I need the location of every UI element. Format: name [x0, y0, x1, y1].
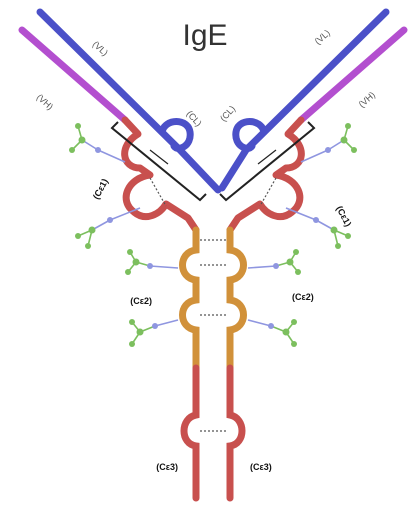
label-ce2-left: (Cε2)	[130, 296, 152, 306]
label-ce1-right: (Cε1)	[334, 204, 353, 228]
label-ce1-left: (Cε1)	[91, 177, 110, 201]
label-cl-right: (CL)	[218, 104, 237, 124]
label-ce3-right: (Cε3)	[250, 462, 272, 472]
glycan-groups	[69, 123, 357, 347]
label-vl-right: (VL)	[313, 28, 332, 47]
label-ce3-left: (Cε3)	[156, 462, 178, 472]
glycan-right-1	[301, 123, 357, 162]
left-heavy-constant	[125, 120, 196, 230]
glycan-left-3	[125, 249, 178, 275]
right-ce3-chain	[230, 368, 242, 498]
glycan-right-3	[248, 249, 301, 275]
glycan-left-2	[75, 208, 140, 249]
glycan-left-4	[129, 319, 178, 347]
label-vl-left: (VL)	[91, 39, 110, 58]
glycan-left-1	[69, 123, 125, 162]
label-vh-left: (VH)	[35, 92, 55, 112]
disulfide-bonds	[150, 178, 276, 431]
label-vh-right: (VH)	[357, 90, 377, 110]
label-ce2-right: (Cε2)	[292, 292, 314, 302]
right-ce2-chain	[230, 230, 244, 368]
left-ce3-chain	[184, 368, 196, 498]
glycan-right-4	[248, 319, 297, 347]
right-heavy-constant	[230, 120, 301, 230]
left-ce2-chain	[183, 230, 197, 368]
diagram-title: IgE	[182, 19, 227, 52]
